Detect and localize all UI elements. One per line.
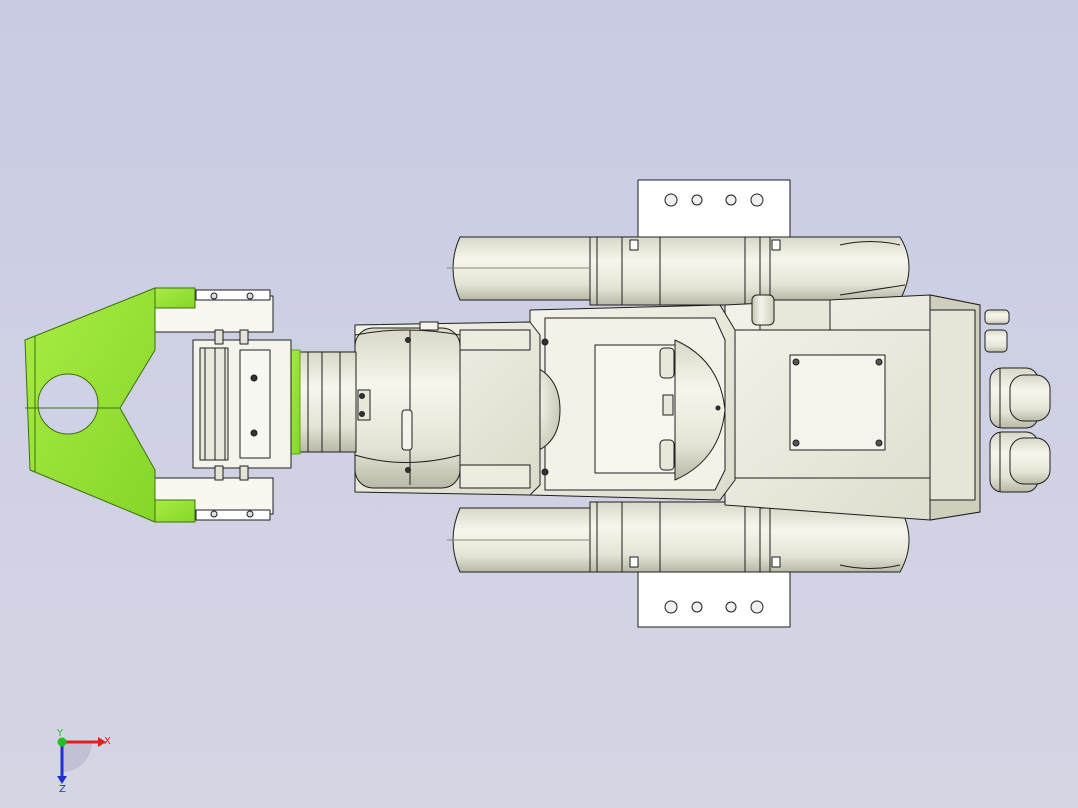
z-axis-label: Z xyxy=(59,784,66,792)
upper-arm-link xyxy=(354,321,541,496)
y-axis-point xyxy=(57,737,67,747)
gripper-body xyxy=(192,339,292,469)
upper-drive-drum xyxy=(447,236,910,306)
z-axis-arrowhead xyxy=(57,776,67,784)
base-housing xyxy=(724,294,981,521)
y-axis-label: Y xyxy=(56,728,64,739)
orientation-triad[interactable]: X Y Z xyxy=(48,728,118,792)
cable-glands xyxy=(984,309,1051,493)
bottom-mounting-bracket xyxy=(637,569,791,628)
x-axis-arrowhead xyxy=(98,737,106,747)
top-mounting-bracket xyxy=(637,179,791,239)
lower-drive-drum xyxy=(447,501,910,573)
wrist-rotator xyxy=(297,351,357,453)
x-axis-label: X xyxy=(104,736,111,747)
gripper-jaw xyxy=(24,287,196,523)
forearm-housing xyxy=(529,304,736,501)
